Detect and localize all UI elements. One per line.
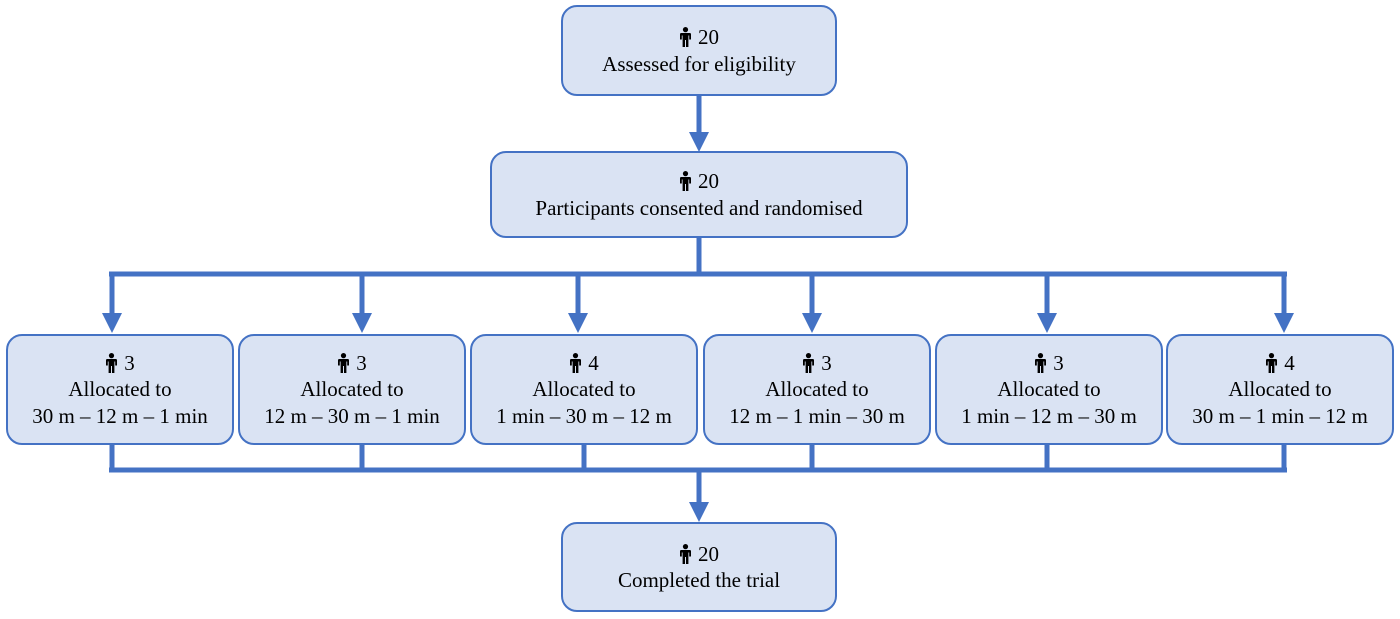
person-icon — [802, 353, 815, 374]
person-icon — [679, 543, 692, 564]
arm-count-line: 3 — [337, 350, 367, 376]
consented-count-line: 20 — [679, 168, 719, 194]
consented-box: 20 Participants consented and randomised — [490, 151, 908, 238]
person-icon — [679, 171, 692, 192]
arm-box-1: 3 Allocated to 30 m – 12 m – 1 min — [6, 334, 234, 445]
person-icon — [1034, 353, 1047, 374]
assessed-box: 20 Assessed for eligibility — [561, 5, 837, 96]
arm-count: 4 — [1284, 351, 1295, 376]
arm-count-line: 3 — [802, 350, 832, 376]
person-icon — [679, 27, 692, 48]
assessed-label: Assessed for eligibility — [602, 51, 796, 76]
arm-count-line: 4 — [569, 350, 599, 376]
arm-sequence: 1 min – 12 m – 30 m — [961, 403, 1137, 428]
completed-box: 20 Completed the trial — [561, 522, 837, 612]
arm-box-6: 4 Allocated to 30 m – 1 min – 12 m — [1166, 334, 1394, 445]
consented-label: Participants consented and randomised — [535, 195, 863, 220]
arm-box-4: 3 Allocated to 12 m – 1 min – 30 m — [703, 334, 931, 445]
person-icon — [569, 353, 582, 374]
person-icon — [105, 353, 118, 374]
arm-count: 3 — [1053, 351, 1064, 376]
arm-count-line: 4 — [1265, 350, 1295, 376]
arm-count: 3 — [821, 351, 832, 376]
arm-sequence: 12 m – 30 m – 1 min — [264, 403, 440, 428]
arm-label: Allocated to — [765, 377, 869, 402]
arm-label: Allocated to — [997, 377, 1101, 402]
person-icon — [337, 353, 350, 374]
arm-sequence: 30 m – 12 m – 1 min — [32, 403, 208, 428]
arm-box-3: 4 Allocated to 1 min – 30 m – 12 m — [470, 334, 698, 445]
arm-count: 3 — [124, 351, 135, 376]
arm-count: 3 — [356, 351, 367, 376]
arm-label: Allocated to — [532, 377, 636, 402]
arm-sequence: 1 min – 30 m – 12 m — [496, 403, 672, 428]
arm-sequence: 12 m – 1 min – 30 m — [729, 403, 905, 428]
arm-sequence: 30 m – 1 min – 12 m — [1192, 403, 1368, 428]
completed-label: Completed the trial — [617, 568, 781, 592]
arm-label: Allocated to — [68, 377, 172, 402]
arm-count-line: 3 — [1034, 350, 1064, 376]
arm-box-5: 3 Allocated to 1 min – 12 m – 30 m — [935, 334, 1163, 445]
completed-count: 20 — [698, 541, 719, 566]
arm-box-2: 3 Allocated to 12 m – 30 m – 1 min — [238, 334, 466, 445]
assessed-count-line: 20 — [679, 24, 719, 50]
consented-count: 20 — [698, 169, 719, 194]
arm-label: Allocated to — [1228, 377, 1332, 402]
arm-count: 4 — [588, 351, 599, 376]
assessed-count: 20 — [698, 25, 719, 50]
arm-label: Allocated to — [300, 377, 404, 402]
arm-count-line: 3 — [105, 350, 135, 376]
completed-count-line: 20 — [679, 541, 719, 567]
person-icon — [1265, 353, 1278, 374]
